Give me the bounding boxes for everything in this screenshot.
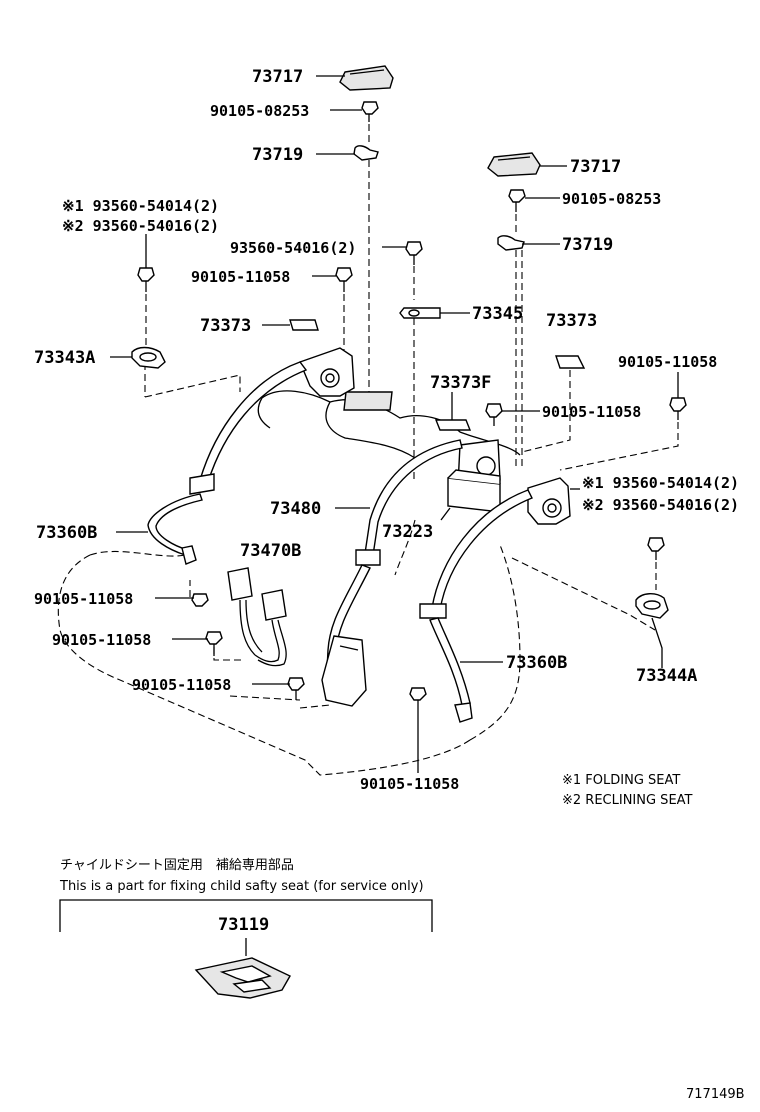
bolt-90105-08253-right[interactable]	[508, 189, 526, 212]
label-note2-right: ※2 93560-54016(2)	[582, 496, 739, 514]
label-73343A: 73343A	[34, 348, 95, 368]
label-73719-right: 73719	[562, 235, 613, 255]
belt-73360B-right[interactable]	[419, 489, 533, 723]
label-73717-right: 73717	[570, 157, 621, 177]
anchor-plate-73344A[interactable]	[635, 593, 669, 619]
child-seat-title-jp: チャイルドシート固定用 補給専用部品	[60, 858, 294, 873]
label-90105-11058-a: 90105-11058	[191, 268, 290, 286]
label-73719-top: 73719	[252, 145, 303, 165]
diagram-id: 717149B	[686, 1087, 745, 1102]
label-73373F: 73373F	[430, 373, 491, 393]
label-73480: 73480	[270, 499, 321, 519]
label-90105-11058-g: 90105-11058	[360, 775, 459, 793]
leader-lines	[110, 75, 679, 773]
bolt-93560-mid[interactable]	[405, 241, 423, 265]
bolt-90105-11058-d[interactable]	[191, 593, 209, 607]
label-90105-11058-c: 90105-11058	[542, 403, 641, 421]
label-73373-left: 73373	[200, 316, 251, 336]
label-90105-08253-right: 90105-08253	[562, 190, 661, 208]
label-note1-left: ※1 93560-54014(2)	[62, 197, 219, 215]
bolt-93560-right[interactable]	[647, 537, 665, 560]
legend-folding-seat: ※1 FOLDING SEAT	[562, 773, 680, 788]
child-seat-bracket-box	[59, 899, 433, 932]
label-73345: 73345	[472, 304, 523, 324]
cover-73373-left[interactable]	[289, 319, 319, 331]
legend-reclining-seat: ※2 RECLINING SEAT	[562, 793, 693, 808]
anchor-cover-73717-top[interactable]	[339, 65, 394, 91]
label-73223: 73223	[382, 522, 433, 542]
label-73360B-right: 73360B	[506, 653, 567, 673]
bolt-90105-11058-a[interactable]	[335, 267, 353, 292]
cover-73373F[interactable]	[434, 419, 472, 431]
bolt-90105-11058-g[interactable]	[409, 687, 427, 701]
label-90105-11058-d: 90105-11058	[34, 590, 133, 608]
anchor-plate-73343A[interactable]	[131, 346, 166, 369]
label-73373-right: 73373	[546, 311, 597, 331]
label-90105-11058-b: 90105-11058	[618, 353, 717, 371]
label-note2-left: ※2 93560-54016(2)	[62, 217, 219, 235]
label-note1-right: ※1 93560-54014(2)	[582, 474, 739, 492]
seat-outline	[57, 363, 656, 776]
bolt-90105-11058-c[interactable]	[485, 403, 503, 426]
bracket-73345[interactable]	[399, 307, 441, 319]
anchor-cover-73717-right[interactable]	[487, 152, 541, 177]
label-73470B: 73470B	[240, 541, 301, 561]
child-seat-title-en: This is a part for fixing child safty se…	[59, 879, 424, 894]
retractor-left[interactable]	[299, 347, 355, 397]
label-73717-top: 73717	[252, 67, 303, 87]
buckle-center[interactable]	[321, 635, 367, 707]
child-seat-anchor-73119[interactable]	[194, 957, 291, 999]
bolt-90105-08253-top[interactable]	[361, 101, 379, 122]
buckle-73470B[interactable]	[227, 567, 287, 667]
bolt-90105-11058-b[interactable]	[669, 397, 687, 420]
label-90105-08253-top: 90105-08253	[210, 102, 309, 120]
retractor-center-73223[interactable]	[447, 439, 501, 513]
label-93560-54016-mid: 93560-54016(2)	[230, 239, 356, 257]
label-90105-11058-f: 90105-11058	[132, 676, 231, 694]
cover-73373-right[interactable]	[555, 355, 586, 369]
belt-73360B-left[interactable]	[147, 361, 308, 565]
bolt-90105-11058-e[interactable]	[205, 631, 223, 656]
label-73344A: 73344A	[636, 666, 697, 686]
bolt-93560-left[interactable]	[137, 267, 155, 292]
bracket-73719-top[interactable]	[353, 145, 379, 161]
label-90105-11058-e: 90105-11058	[52, 631, 151, 649]
floor-plate	[343, 391, 393, 411]
retractor-right[interactable]	[527, 477, 571, 525]
label-73119: 73119	[218, 915, 269, 935]
bracket-73719-right[interactable]	[497, 235, 525, 251]
bolt-90105-11058-f[interactable]	[287, 677, 305, 700]
label-73360B-left: 73360B	[36, 523, 97, 543]
